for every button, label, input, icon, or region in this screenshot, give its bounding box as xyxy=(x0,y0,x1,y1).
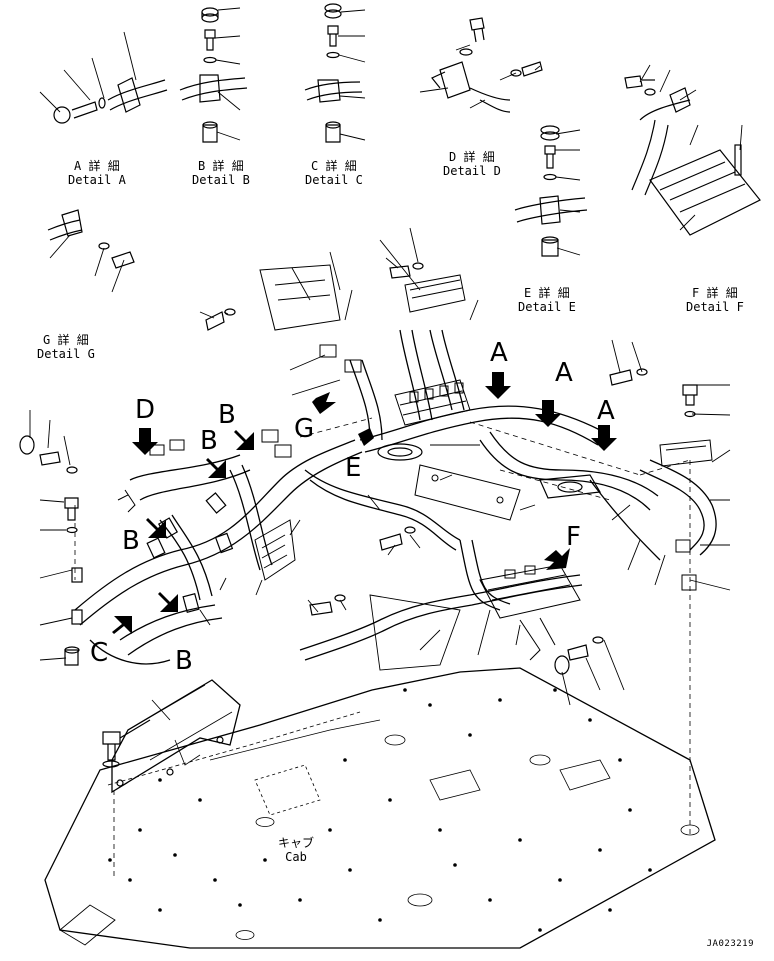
lower-bracket-plate xyxy=(369,594,461,671)
detail-b-drawing xyxy=(179,7,248,143)
callout-b-3: B xyxy=(122,526,140,556)
detail-c-drawing xyxy=(304,3,363,143)
detail-g-en: Detail G xyxy=(37,347,95,361)
detail-e-label: E 詳 細 Detail E xyxy=(518,286,576,314)
detail-c-label: C 詳 細 Detail C xyxy=(305,159,363,187)
callout-c-1: C xyxy=(90,638,109,668)
detail-d-drawing xyxy=(431,17,543,113)
detail-f-en: Detail F xyxy=(686,300,744,314)
detail-e-drawing xyxy=(514,125,588,257)
detail-f-drawing xyxy=(624,75,761,236)
callout-f-1: F xyxy=(566,522,581,552)
detail-c-jp: C 詳 細 xyxy=(311,159,357,173)
callout-b-1: B xyxy=(218,400,236,430)
detail-d-en: Detail D xyxy=(443,164,501,178)
callout-a-3: A xyxy=(597,396,615,426)
callout-a-2: A xyxy=(555,358,573,388)
leader-lines xyxy=(29,7,743,721)
relay-block xyxy=(394,379,471,426)
detail-a-drawing xyxy=(53,77,168,124)
lower-harness xyxy=(299,479,661,661)
detail-f-label: F 詳 細 Detail F xyxy=(686,286,744,314)
cab-label: キャブ Cab xyxy=(278,836,314,864)
callout-b-4: B xyxy=(175,646,193,676)
figure-id: JA023219 xyxy=(706,939,754,949)
floor-bolt-holes xyxy=(108,688,652,932)
detail-e-en: Detail E xyxy=(518,300,576,314)
main-harness-left xyxy=(74,439,363,665)
detail-d-label: D 詳 細 Detail D xyxy=(443,150,501,178)
cab-floor-plate xyxy=(44,667,716,949)
detail-c-en: Detail C xyxy=(305,173,363,187)
right-junction-plate xyxy=(539,474,601,499)
fuse-box-connectors xyxy=(259,264,466,373)
cab-label-jp: キャブ xyxy=(278,836,315,850)
loose-fasteners xyxy=(19,262,698,675)
callout-d-1: D xyxy=(135,395,156,425)
mounting-rail-center xyxy=(414,464,521,521)
bracket-bolt xyxy=(102,719,151,768)
detail-a-label: A 詳 細 Detail A xyxy=(68,159,126,187)
detail-a-jp: A 詳 細 xyxy=(74,159,120,173)
cab-label-en: Cab xyxy=(285,850,307,864)
detail-f-jp: F 詳 細 xyxy=(692,286,738,300)
grommet-e xyxy=(377,443,423,461)
detail-b-jp: B 詳 細 xyxy=(198,159,244,173)
callout-g-1: G xyxy=(294,414,315,444)
detail-b-label: B 詳 細 Detail B xyxy=(192,159,250,187)
detail-e-jp: E 詳 細 xyxy=(524,286,570,300)
detail-g-label: G 詳 細 Detail G xyxy=(37,333,95,361)
callout-e-1: E xyxy=(345,453,362,483)
detail-g-drawing xyxy=(47,209,135,269)
detail-g-jp: G 詳 細 xyxy=(43,333,89,347)
direction-arrows xyxy=(112,372,617,634)
right-connector-block xyxy=(659,439,713,591)
control-valve-block xyxy=(479,564,581,661)
detail-b-en: Detail B xyxy=(192,173,250,187)
detail-d-jp: D 詳 細 xyxy=(449,150,495,164)
callout-b-2: B xyxy=(200,426,218,456)
detail-a-en: Detail A xyxy=(68,173,126,187)
right-harness xyxy=(639,459,717,556)
callout-a-1: A xyxy=(490,338,508,368)
connector-bundle-left xyxy=(117,429,296,581)
